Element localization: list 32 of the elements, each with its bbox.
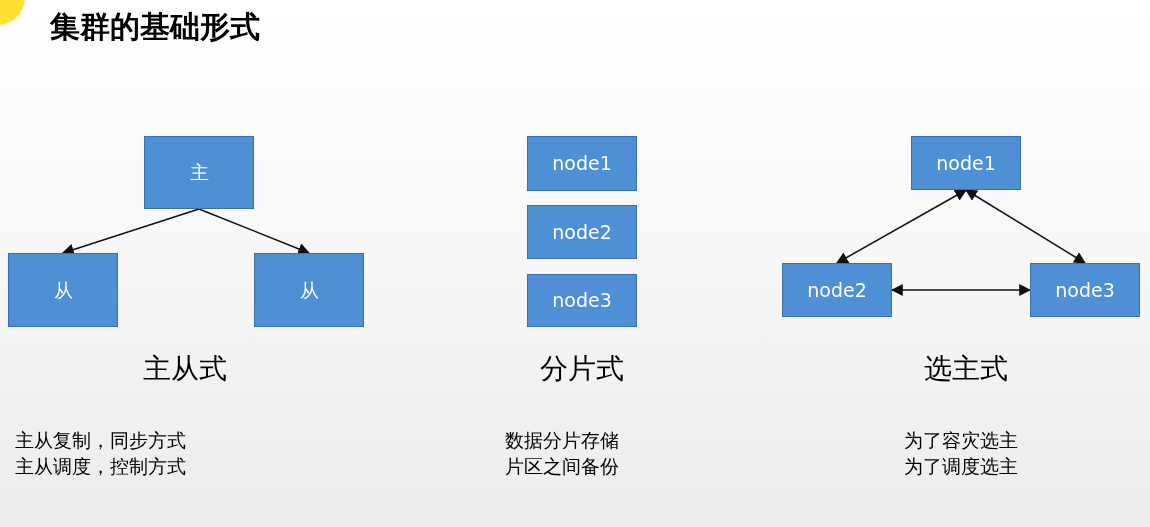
node-label: node2 — [552, 219, 612, 245]
node-box — [527, 136, 637, 191]
node-box — [8, 253, 118, 327]
node-box — [527, 205, 637, 259]
node-label: 从 — [53, 277, 73, 303]
note-text: 片区之间备份 — [505, 454, 619, 479]
node-label: node3 — [1055, 277, 1115, 303]
node-box — [254, 253, 364, 327]
arrow — [198, 208, 311, 255]
node-box — [782, 263, 892, 317]
note-text: 为了容灾选主 — [904, 428, 1018, 453]
note-text: 为了调度选主 — [904, 454, 1018, 479]
note-text: 主从复制，同步方式 — [15, 428, 186, 453]
node-box — [527, 274, 637, 327]
group-heading: 选主式 — [924, 351, 1008, 387]
arrow — [835, 189, 968, 264]
node-label: 主 — [189, 160, 209, 186]
node-label: 从 — [299, 277, 319, 303]
group-heading: 主从式 — [143, 351, 227, 387]
node-label: node1 — [552, 151, 612, 177]
title: 集群的基础形式 — [50, 8, 260, 46]
node-label: node2 — [807, 277, 867, 303]
node-box — [911, 136, 1021, 190]
node-label: node3 — [552, 288, 612, 314]
node-box — [144, 136, 254, 209]
note-text: 数据分片存储 — [505, 428, 619, 453]
arrow — [965, 189, 1086, 264]
note-text: 主从调度，控制方式 — [15, 454, 186, 479]
node-label: node1 — [936, 150, 996, 176]
arrow — [890, 284, 1032, 296]
group-heading: 分片式 — [540, 351, 624, 387]
node-box — [1030, 263, 1140, 317]
